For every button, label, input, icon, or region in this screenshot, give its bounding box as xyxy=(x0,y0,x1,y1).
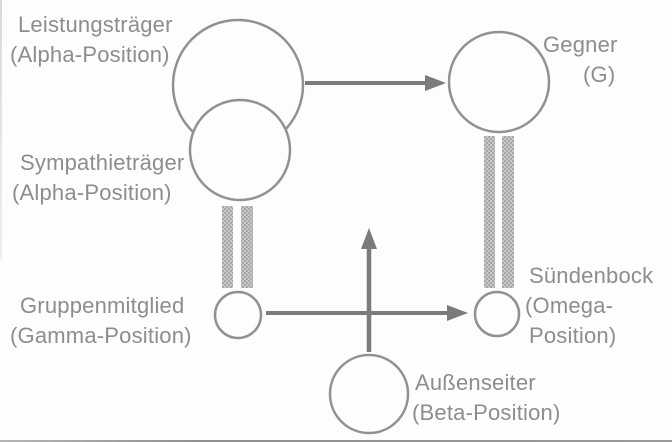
arrow-alpha-to-gegner xyxy=(305,75,446,91)
label-line: (Omega- xyxy=(525,293,614,318)
scan-edge-bottom xyxy=(0,440,672,442)
label-leistungstraeger: Leistungsträger (Alpha-Position) xyxy=(10,10,173,70)
label-line: (Beta-Position) xyxy=(412,400,561,425)
node-gruppenmitglied xyxy=(213,290,263,340)
scan-edge-left xyxy=(0,0,2,260)
node-aussenseiter xyxy=(328,353,410,435)
label-line: Position) xyxy=(529,323,617,348)
label-line: Sündenbock xyxy=(529,263,654,288)
label-line: Gruppenmitglied xyxy=(20,293,185,318)
node-sympathietraeger xyxy=(188,98,292,202)
arrow-gamma-to-suendenbock xyxy=(266,305,468,321)
label-line: Sympathieträger xyxy=(20,150,185,175)
label-sympathietraeger: Sympathieträger (Alpha-Position) xyxy=(12,148,184,208)
label-line: (Alpha-Position) xyxy=(12,180,172,205)
node-gegner xyxy=(447,30,551,134)
label-line: Gegner xyxy=(543,32,618,57)
barrier-right-icon xyxy=(484,136,514,288)
label-gruppenmitglied: Gruppenmitglied (Gamma-Position) xyxy=(10,291,192,351)
node-suendenbock xyxy=(473,290,521,338)
label-line: (Alpha-Position) xyxy=(10,42,170,67)
label-aussenseiter: Außenseiter (Beta-Position) xyxy=(412,368,561,428)
label-suendenbock: Sündenbock (Omega- Position) xyxy=(525,261,653,351)
label-gegner: Gegner (G) xyxy=(543,30,618,90)
label-line: (G) xyxy=(583,62,616,87)
arrow-aussenseiter-up xyxy=(361,228,377,352)
label-line: Leistungsträger xyxy=(18,12,173,37)
label-line: (Gamma-Position) xyxy=(10,323,192,348)
label-line: Außenseiter xyxy=(415,370,536,395)
barrier-left-icon xyxy=(222,206,253,288)
